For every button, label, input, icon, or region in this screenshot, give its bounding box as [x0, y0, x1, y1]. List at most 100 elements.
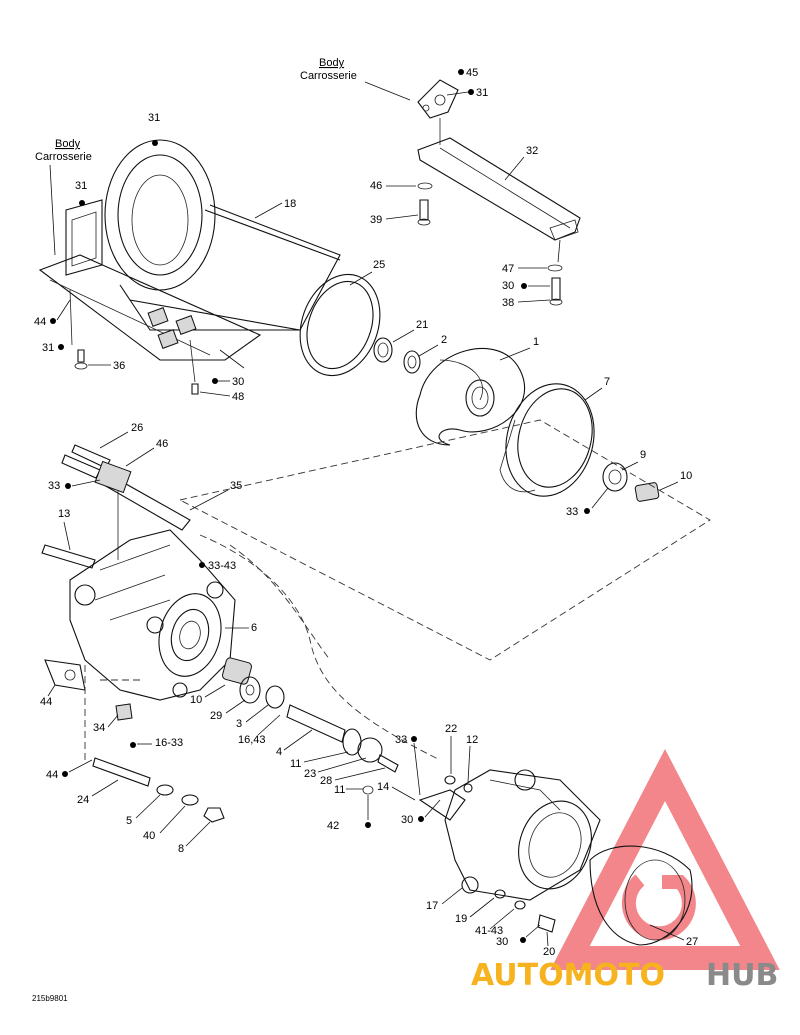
callout-41-43: 42: [327, 795, 371, 832]
wear-ring-8: [499, 383, 660, 502]
svg-text:23: 23: [304, 768, 316, 780]
drawing-code: 215b9801: [32, 994, 68, 1003]
svg-text:38: 38: [502, 297, 514, 309]
svg-text:31: 31: [476, 87, 488, 99]
callout-40: 41-43: [475, 908, 515, 937]
svg-text:29: 29: [210, 710, 222, 722]
svg-text:7: 7: [604, 376, 610, 388]
svg-text:31: 31: [148, 112, 160, 124]
drive-shaft-stack: [221, 657, 399, 795]
callout-31-top: 31: [148, 112, 160, 146]
svg-text:48: 48: [232, 391, 244, 403]
callout-22: 23: [304, 757, 367, 780]
body-label-top: Body Carrosserie: [300, 57, 411, 101]
svg-text:8: 8: [178, 843, 184, 855]
svg-text:30: 30: [496, 936, 508, 948]
callout-10: 10: [659, 470, 692, 491]
svg-text:18: 18: [284, 198, 296, 210]
callout-26: 25: [349, 259, 385, 286]
callout-30-left: 30: [212, 376, 244, 388]
callout-17: 17: [426, 887, 463, 912]
callout-42: 44: [40, 684, 56, 708]
callout-19: 19: [455, 897, 495, 925]
callout-44-left: 44: [34, 299, 71, 328]
svg-text:25: 25: [373, 259, 385, 271]
svg-text:Body: Body: [55, 138, 81, 150]
svg-text:22: 22: [445, 723, 457, 735]
callout-44-low: 44: [46, 759, 93, 781]
svg-text:42: 42: [327, 820, 339, 832]
callout-33-right: 33: [566, 487, 609, 518]
svg-text:10: 10: [190, 694, 202, 706]
callout-33-mid: 33: [395, 734, 421, 796]
callout-18: 18: [254, 198, 296, 219]
svg-text:26: 26: [131, 422, 143, 434]
stud-and-nuts: [92, 757, 225, 823]
callout-35: 35: [189, 480, 242, 511]
callout-20: 20: [543, 931, 555, 958]
callout-30: 30: [502, 280, 550, 292]
svg-text:21: 21: [416, 319, 428, 331]
callout-9: 9: [621, 449, 646, 471]
svg-text:12: 12: [466, 734, 478, 746]
svg-text:17: 17: [426, 900, 438, 912]
callout-38: 38: [502, 297, 551, 309]
svg-text:11: 11: [290, 758, 301, 770]
svg-text:44: 44: [46, 769, 58, 781]
callout-labels: 45 31 32 46 39 47 30 38 31 18 31 44 31 3…: [34, 67, 698, 958]
callout-2: 2: [418, 334, 447, 357]
impeller: [415, 347, 526, 446]
svg-text:20: 20: [543, 946, 555, 958]
callout-44: 45: [458, 67, 478, 79]
callout-6: 8: [178, 821, 211, 855]
wear-ring-and-bearings: [299, 273, 421, 377]
svg-text:19: 19: [455, 913, 467, 925]
callout-10-low: 10: [190, 684, 226, 706]
svg-text:30: 30: [401, 814, 413, 826]
svg-text:33: 33: [566, 506, 578, 518]
callout-46b: 47: [502, 263, 547, 275]
svg-text:32: 32: [526, 145, 538, 157]
svg-text:31: 31: [42, 342, 54, 354]
svg-text:1: 1: [533, 336, 539, 348]
svg-text:6: 6: [251, 622, 257, 634]
svg-text:2: 2: [441, 334, 447, 346]
venturi-and-nozzle: [418, 769, 693, 946]
svg-text:34: 34: [93, 722, 105, 734]
svg-text:33-43: 33-43: [208, 560, 236, 572]
svg-text:14: 14: [377, 781, 389, 793]
svg-text:40: 40: [143, 830, 155, 842]
callout-32: 32: [504, 145, 538, 181]
svg-text:16-33: 16-33: [155, 737, 183, 749]
callout-36: 40: [143, 805, 186, 842]
svg-text:33: 33: [48, 480, 60, 492]
svg-text:35: 35: [230, 480, 242, 492]
svg-text:28: 28: [320, 775, 332, 787]
callout-47: 48: [199, 391, 244, 403]
callout-8: 7: [584, 376, 610, 401]
callout-12: 11: [334, 784, 363, 796]
svg-text:11: 11: [334, 784, 345, 796]
svg-text:41-43: 41-43: [475, 925, 503, 937]
svg-text:47: 47: [502, 263, 514, 275]
callout-31: 31: [446, 87, 488, 99]
callout-27: 26: [99, 422, 143, 449]
callout-29: 28: [320, 767, 386, 787]
callout-31-left2: 31: [42, 342, 64, 354]
svg-text:AUTOMOTO: AUTOMOTO: [471, 958, 665, 993]
callout-33-43: 33-43: [199, 560, 236, 572]
callout-34: 34: [93, 714, 119, 734]
svg-text:46: 46: [156, 438, 168, 450]
svg-text:5: 5: [126, 815, 132, 827]
callout-30-low: 30: [496, 924, 541, 948]
svg-text:30: 30: [502, 280, 514, 292]
svg-text:27: 27: [686, 936, 698, 948]
assembly-dash-lines: [84, 419, 711, 761]
callout-16-33: 16-33: [130, 737, 183, 749]
callout-3: 3: [236, 704, 269, 730]
svg-text:33: 33: [395, 734, 407, 746]
automotohub-logo: [550, 748, 780, 970]
callout-23: 22: [445, 723, 457, 774]
svg-text:4: 4: [276, 746, 282, 758]
callout-1: 1: [499, 336, 539, 361]
